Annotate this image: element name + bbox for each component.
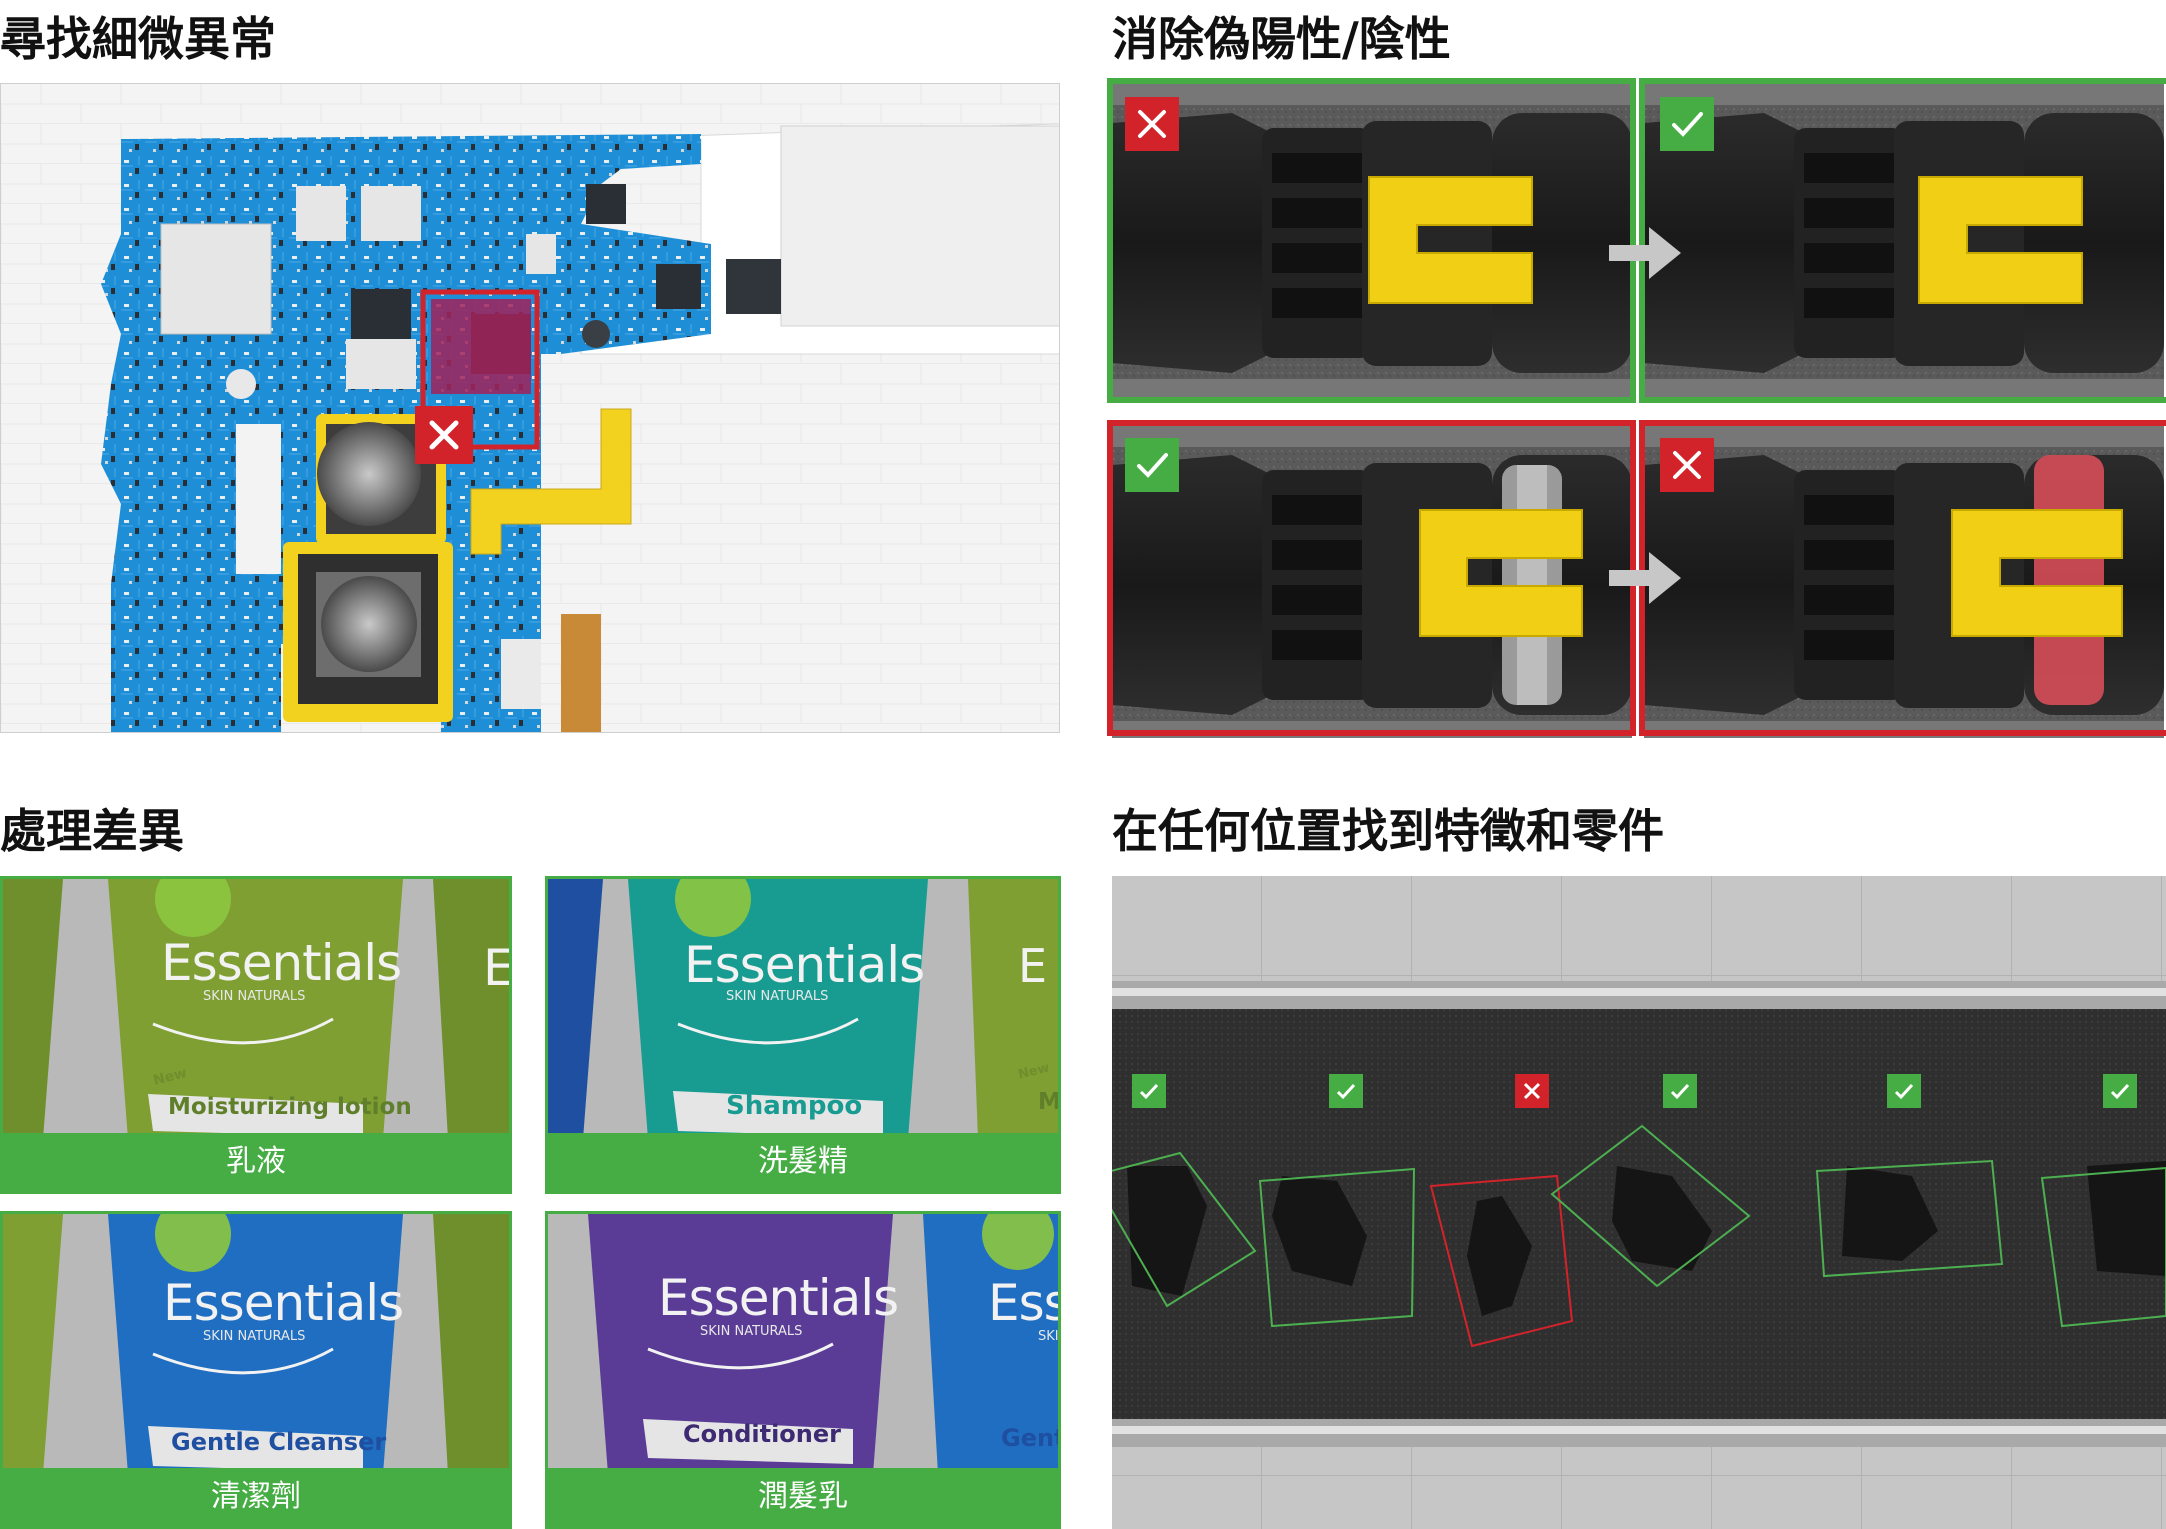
heading-false-results: 消除偽陽性/陰性 xyxy=(1112,12,1451,66)
check-icon xyxy=(1125,438,1179,492)
x-icon xyxy=(415,406,473,464)
product-label: 乳液 xyxy=(3,1133,509,1191)
heading-handle-variation: 處理差異 xyxy=(0,804,184,858)
check-icon xyxy=(1132,1074,1166,1108)
product-label: 清潔劑 xyxy=(3,1468,509,1526)
brand-name: Essentials xyxy=(163,1274,404,1332)
heading-find-anywhere: 在任何位置找到特徵和零件 xyxy=(1112,804,1664,858)
product-tile-shampoo: Essentials SKIN NATURALS New Shampoo E N… xyxy=(545,876,1061,1194)
x-icon xyxy=(1660,438,1714,492)
product-tube-illustration xyxy=(3,1214,509,1474)
side-fragment: E xyxy=(483,939,512,997)
product-tube-illustration xyxy=(548,879,1058,1139)
check-icon xyxy=(1887,1074,1921,1108)
brand-name: Essentials xyxy=(658,1269,899,1327)
side-fragment: Ess xyxy=(988,1274,1061,1332)
arrow-right-icon xyxy=(1609,548,1681,608)
product-tube-illustration xyxy=(548,1214,1058,1474)
conveyor-panel xyxy=(1112,876,2166,1529)
product-tube-illustration xyxy=(3,879,509,1139)
product-label: 潤髮乳 xyxy=(548,1468,1058,1526)
pcb-illustration xyxy=(1,84,1059,732)
side-fragment: Gent xyxy=(1001,1424,1061,1452)
pcb-image-panel xyxy=(0,83,1060,733)
check-icon xyxy=(1660,97,1714,151)
brand-subtitle: SKIN NATURALS xyxy=(700,1324,803,1339)
false-results-panel xyxy=(1107,78,2166,738)
x-icon xyxy=(1515,1074,1549,1108)
side-fragment: E xyxy=(1018,939,1048,993)
heading-find-anomalies: 尋找細微異常 xyxy=(0,12,276,66)
x-icon xyxy=(1125,97,1179,151)
brand-subtitle: SKIN NATURALS xyxy=(726,989,829,1004)
product-tile-lotion: Essentials SKIN NATURALS New Moisturizin… xyxy=(0,876,512,1194)
connector-comparison-illustration xyxy=(1107,78,2166,738)
side-fragment: M xyxy=(1038,1089,1061,1115)
conveyor-illustration xyxy=(1112,876,2166,1529)
brand-name: Essentials xyxy=(684,936,925,994)
product-name: Conditioner xyxy=(683,1420,841,1448)
arrow-right-icon xyxy=(1609,223,1681,283)
brand-name: Essentials xyxy=(161,934,402,992)
side-fragment: SKI xyxy=(1038,1329,1059,1344)
product-name: Gentle Cleanser xyxy=(171,1428,387,1456)
check-icon xyxy=(1663,1074,1697,1108)
check-icon xyxy=(1329,1074,1363,1108)
product-name: Shampoo xyxy=(726,1091,863,1121)
product-tile-conditioner: Essentials SKIN NATURALS New Conditioner… xyxy=(545,1211,1061,1529)
product-label: 洗髮精 xyxy=(548,1133,1058,1191)
brand-subtitle: SKIN NATURALS xyxy=(203,989,306,1004)
check-icon xyxy=(2103,1074,2137,1108)
product-tile-cleanser: Essentials SKIN NATURALS New Gentle Clea… xyxy=(0,1211,512,1529)
brand-subtitle: SKIN NATURALS xyxy=(203,1329,306,1344)
product-name: Moisturizing lotion xyxy=(168,1094,412,1120)
